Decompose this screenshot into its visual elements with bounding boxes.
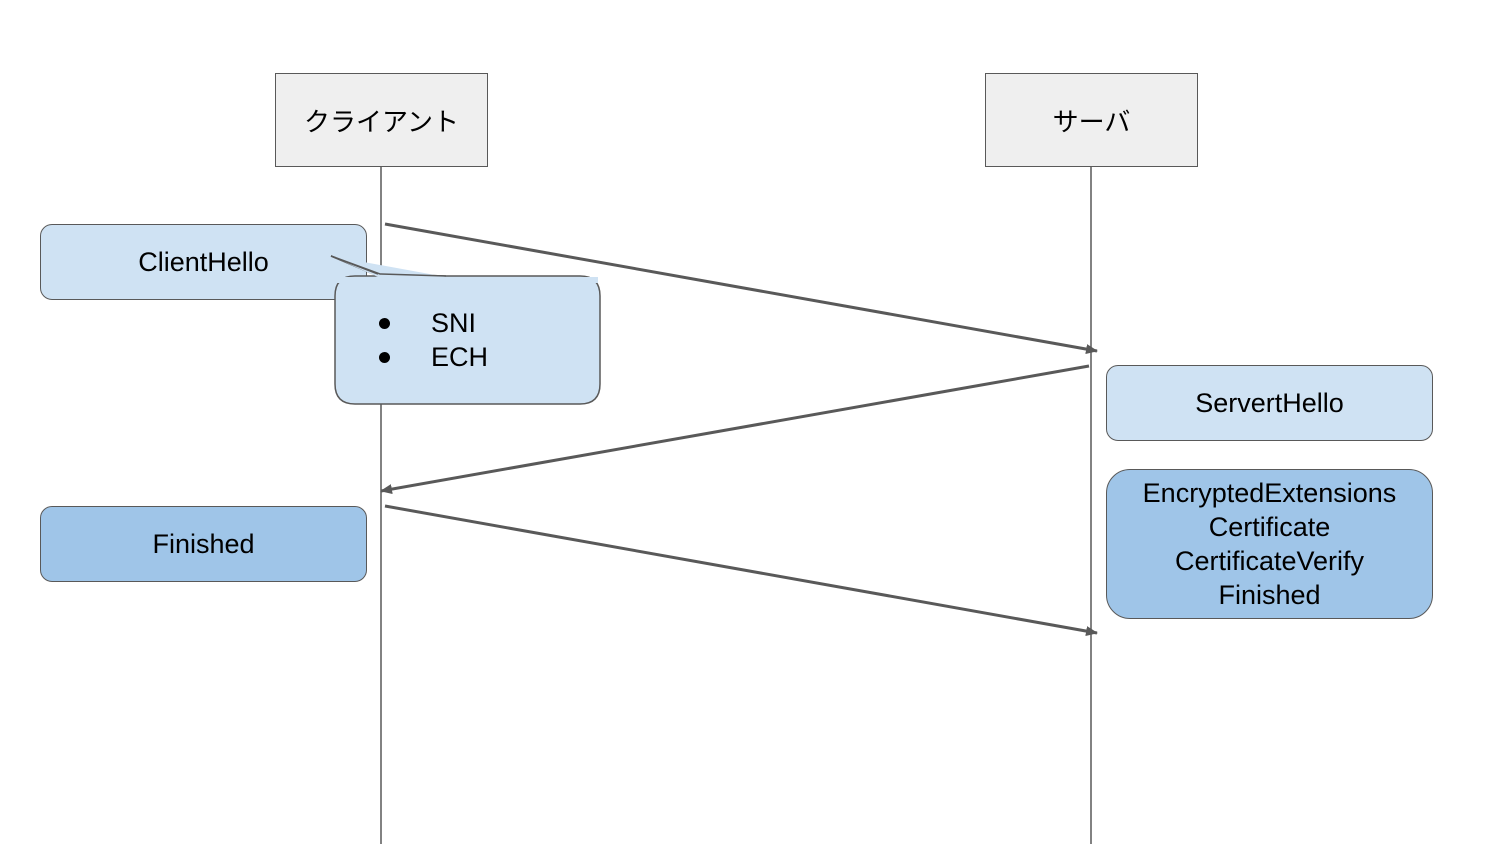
- server-encrypted-box: EncryptedExtensions Certificate Certific…: [1106, 469, 1433, 619]
- participant-client: クライアント: [275, 73, 488, 167]
- server-hello-label: ServertHello: [1195, 388, 1344, 418]
- client-hello-label: ClientHello: [138, 247, 269, 277]
- encrypted-extensions-label: EncryptedExtensions: [1142, 478, 1397, 508]
- bullet-icon: [379, 352, 390, 363]
- client-finished-box: Finished: [40, 506, 367, 582]
- arrow-server-hello: [380, 364, 1090, 495]
- client-finished-label: Finished: [152, 529, 255, 559]
- callout-list: SNI ECH: [376, 306, 488, 374]
- participant-client-label: クライアント: [304, 107, 459, 138]
- client-hello-box: ClientHello: [40, 224, 367, 300]
- certificate-label: Certificate: [1208, 512, 1331, 542]
- certificate-verify-label: CertificateVerify: [1174, 546, 1365, 576]
- callout-item-ech: ECH: [376, 340, 488, 374]
- bullet-icon: [379, 318, 390, 329]
- arrow-client-hello: [384, 222, 1098, 354]
- callout-item-sni: SNI: [376, 306, 488, 340]
- callout-item-label: SNI: [431, 308, 477, 338]
- server-hello-box: ServertHello: [1106, 365, 1433, 441]
- arrow-client-finished: [384, 504, 1098, 636]
- server-finished-label: Finished: [1218, 580, 1321, 610]
- participant-server-label: サーバ: [1052, 107, 1131, 138]
- callout-item-label: ECH: [431, 342, 489, 372]
- participant-server: サーバ: [985, 73, 1198, 167]
